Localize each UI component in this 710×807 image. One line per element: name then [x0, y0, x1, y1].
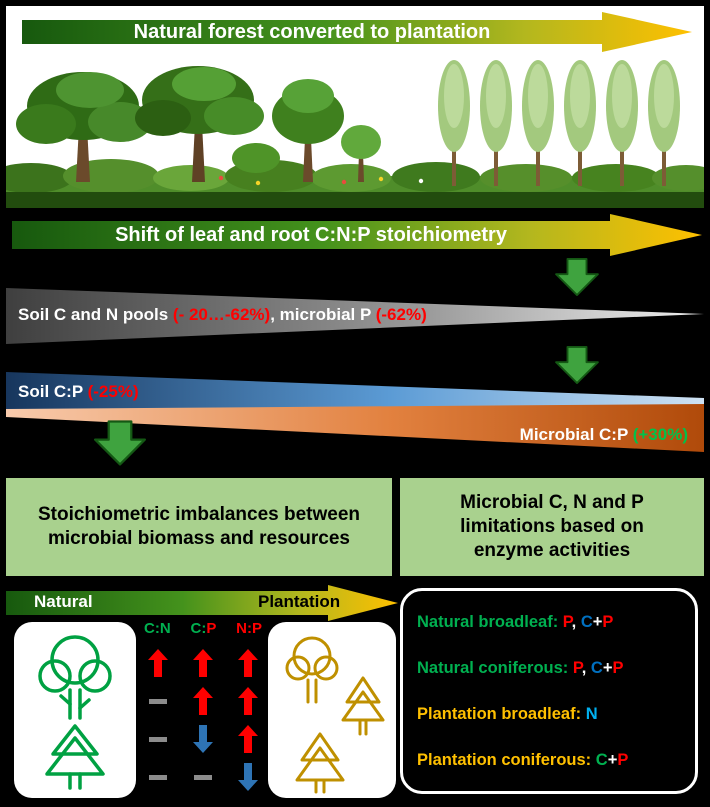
text-segment: N — [585, 704, 598, 723]
decrease-arrow-icon — [181, 720, 226, 758]
limitation-line: Plantation coniferous: C+P — [417, 751, 681, 770]
imbalance-summary-box: Stoichiometric imbalances between microb… — [6, 478, 392, 576]
text-segment: P — [562, 612, 572, 631]
no-change-dash-icon — [136, 758, 181, 796]
ratio-label-np: N:P — [236, 620, 262, 642]
ratio-label-cp: C:P — [190, 620, 216, 642]
text-segment: (-62%) — [375, 305, 427, 324]
ratio-labels-row: C:N C:P N:P — [138, 620, 268, 642]
no-change-dash-icon — [136, 682, 181, 720]
conifer-tree-icon — [295, 732, 345, 794]
text-segment: C — [590, 658, 603, 677]
decrease-arrow-icon — [225, 758, 270, 796]
imbalance-summary-text: Stoichiometric imbalances between microb… — [37, 503, 361, 549]
limitation-summary-box: Microbial C, N and P limitations based o… — [400, 478, 704, 576]
forest-illustration — [6, 60, 704, 208]
increase-arrow-icon — [181, 644, 226, 682]
orange-wedge-icon — [6, 404, 704, 452]
gradient-arrow-icon — [6, 585, 398, 621]
plantation-trees-card — [268, 622, 396, 798]
text-segment: + — [592, 612, 603, 631]
no-change-dash-icon — [181, 758, 226, 796]
increase-arrow-icon — [225, 644, 270, 682]
microbial-cp-label: Microbial C:P (+30%) — [520, 425, 688, 445]
text-segment: Soil C and N pools — [18, 305, 173, 324]
soil-cp-wedge: Soil C:P (-25%) — [6, 372, 704, 414]
text-segment: + — [602, 658, 613, 677]
plantation-rows-illustration — [438, 60, 680, 186]
ground-vegetation — [6, 159, 704, 208]
limitation-line: Natural coniferous: P, C+P — [417, 659, 681, 678]
text-segment: C:N — [144, 620, 171, 637]
text-segment: Natural coniferous: — [417, 658, 573, 677]
natural-trees-card — [14, 622, 136, 798]
plantation-axis-label: Plantation — [258, 592, 341, 611]
limitation-legend-panel: Natural broadleaf: P, C+P Natural conife… — [400, 588, 698, 794]
broadleaf-tree-icon — [285, 636, 339, 704]
conversion-banner: Natural forest converted to plantation — [22, 12, 692, 52]
shift-banner-label: Shift of leaf and root C:N:P stoichiomet… — [115, 224, 507, 246]
text-segment: , — [571, 612, 581, 631]
text-segment: (-25%) — [87, 382, 139, 401]
down-arrow-icon — [94, 420, 146, 466]
text-segment: P — [602, 612, 614, 631]
blue-wedge-icon — [6, 372, 704, 414]
text-segment: Microbial C:P — [519, 425, 633, 444]
broadleaf-tree-icon — [38, 635, 112, 720]
text-segment: + — [607, 750, 618, 769]
limitation-line: Natural broadleaf: P, C+P — [417, 613, 681, 632]
natural-forest-illustration — [16, 66, 381, 182]
down-arrow-icon — [555, 346, 599, 384]
microbial-cp-wedge: Microbial C:P (+30%) — [6, 404, 704, 454]
text-segment: Plantation coniferous: — [417, 750, 596, 769]
text-segment: P — [572, 658, 582, 677]
ratio-label-cn: C:N — [144, 620, 171, 642]
text-segment: Natural broadleaf: — [417, 612, 563, 631]
text-segment: C — [595, 750, 608, 769]
text-segment: C — [580, 612, 593, 631]
conifer-tree-icon — [341, 676, 385, 736]
limitation-line: Plantation broadleaf: N — [417, 705, 681, 724]
text-segment: , microbial P — [270, 305, 376, 324]
soil-cp-label: Soil C:P (-25%) — [18, 382, 139, 402]
conifer-tree-icon — [45, 724, 105, 790]
shift-banner: Shift of leaf and root C:N:P stoichiomet… — [12, 214, 702, 256]
gray-wedge-icon — [6, 288, 704, 344]
limitation-summary-text: Microbial C, N and P limitations based o… — [460, 491, 644, 562]
down-arrow-icon — [555, 258, 599, 296]
text-segment: , — [581, 658, 591, 677]
increase-arrow-icon — [136, 644, 181, 682]
ratio-change-grid — [136, 644, 270, 796]
text-segment: N:P — [236, 620, 262, 637]
text-segment: C: — [190, 620, 207, 637]
gradient-arrow-icon — [12, 214, 702, 256]
plantation-trees-icons — [285, 636, 385, 794]
text-segment: Plantation broadleaf: — [417, 704, 586, 723]
increase-arrow-icon — [181, 682, 226, 720]
soil-pools-wedge: Soil C and N pools (- 20…-62%), microbia… — [6, 288, 704, 344]
no-change-dash-icon — [136, 720, 181, 758]
gradient-arrow-icon — [22, 12, 692, 52]
text-segment: (- 20…-62%) — [172, 305, 271, 324]
text-segment: P — [612, 658, 624, 677]
natural-to-plantation-banner: Natural Plantation — [6, 585, 398, 621]
conversion-banner-label: Natural forest converted to plantation — [133, 21, 491, 43]
soil-pools-label: Soil C and N pools (- 20…-62%), microbia… — [18, 305, 427, 325]
text-segment: Soil C:P — [18, 382, 88, 401]
increase-arrow-icon — [225, 720, 270, 758]
text-segment: P — [617, 750, 629, 769]
natural-axis-label: Natural — [34, 592, 93, 611]
natural-trees-icons — [38, 635, 112, 790]
text-segment: (+30%) — [632, 425, 688, 444]
text-segment: P — [206, 620, 217, 637]
increase-arrow-icon — [225, 682, 270, 720]
forest-photo-panel: Natural forest converted to plantation — [6, 6, 704, 208]
